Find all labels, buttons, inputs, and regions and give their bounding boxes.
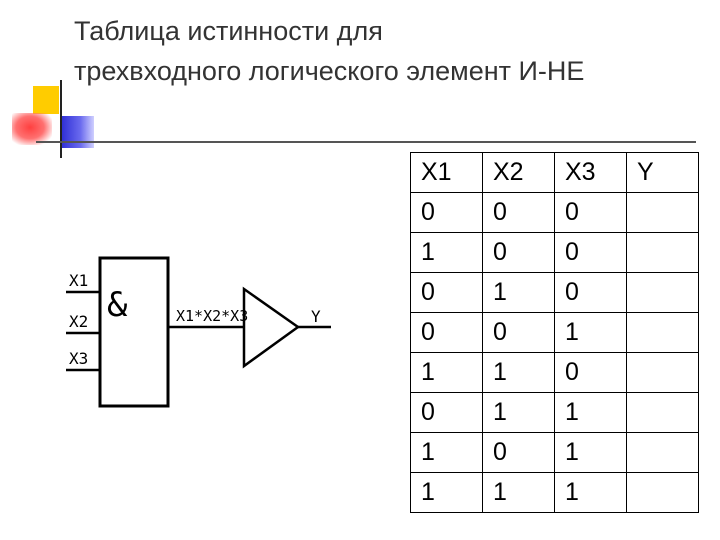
title-divider-line: [36, 141, 696, 143]
table-cell: 0: [554, 192, 627, 233]
table-cell: 0: [554, 272, 627, 313]
table-cell: 1: [482, 472, 555, 513]
table-cell: 0: [482, 232, 555, 273]
table-cell: 1: [410, 232, 483, 273]
table-cell: [626, 472, 699, 513]
table-cell: 1: [554, 312, 627, 353]
table-cell: 1: [410, 472, 483, 513]
table-cell: 1: [554, 472, 627, 513]
table-cell: 1: [554, 432, 627, 473]
and-gate-block: [98, 256, 170, 408]
title-line-2: трехвходного логического элемент И-НЕ: [74, 56, 585, 86]
decorative-yellow-square: [33, 86, 59, 114]
table-cell: 0: [482, 432, 555, 473]
table-header-cell: Y: [626, 152, 699, 193]
table-header-cell: X2: [482, 152, 555, 193]
expression-label: X1*X2*X3: [176, 307, 248, 325]
table-cell: 0: [482, 312, 555, 353]
table-cell: 0: [482, 192, 555, 233]
table-cell: 0: [410, 192, 483, 233]
table-cell: 1: [482, 392, 555, 433]
and-symbol: &: [107, 285, 128, 325]
table-cell: [626, 312, 699, 353]
table-cell: 0: [410, 272, 483, 313]
title-line-1: Таблица истинности для: [74, 16, 383, 46]
table-cell: [626, 392, 699, 433]
table-cell: [626, 432, 699, 473]
input-label-x2: X2: [69, 312, 88, 331]
table-cell: [626, 192, 699, 233]
table-cell: 0: [410, 392, 483, 433]
table-cell: 0: [554, 352, 627, 393]
table-cell: [626, 232, 699, 273]
output-label-y: Y: [311, 307, 321, 326]
table-cell: 1: [410, 432, 483, 473]
decorative-red-square: [12, 113, 52, 145]
input-label-x1: X1: [69, 271, 88, 290]
table-cell: [626, 272, 699, 313]
table-cell: 1: [482, 272, 555, 313]
table-header-cell: X1: [410, 152, 483, 193]
input-label-x3: X3: [69, 349, 88, 368]
decorative-vertical-line: [60, 80, 62, 158]
table-cell: 0: [554, 232, 627, 273]
table-cell: 1: [554, 392, 627, 433]
table-cell: [626, 352, 699, 393]
inverter-triangle: [242, 286, 301, 369]
table-header-cell: X3: [554, 152, 627, 193]
table-cell: 1: [410, 352, 483, 393]
table-cell: 0: [410, 312, 483, 353]
table-cell: 1: [482, 352, 555, 393]
